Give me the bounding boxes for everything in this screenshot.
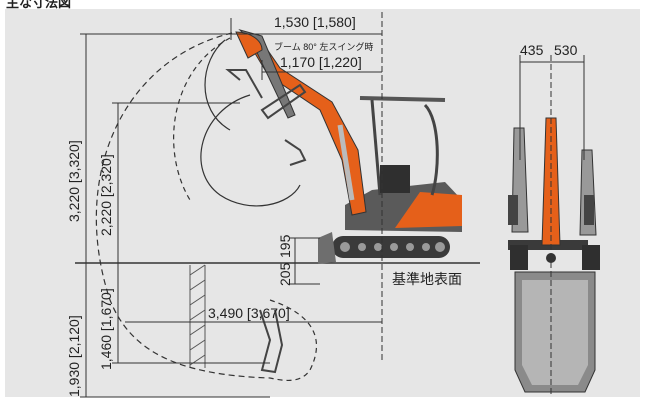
excavator-front-view (508, 117, 600, 393)
reach-envelope (95, 32, 317, 381)
dimension-lines (80, 12, 585, 398)
dim-reach-top: 1,530 [1,580] (274, 14, 356, 30)
diagram-title: 主な寸法図 (6, 0, 71, 10)
dim-blade-drop: 205 (277, 262, 293, 286)
dim-boom-swing-reach: 1,170 [1,220] (280, 54, 362, 70)
excavator-side-view (225, 29, 462, 374)
dim-max-dig-depth: 1,930 [2,120] (66, 315, 82, 397)
dim-blade-lift: 195 (277, 234, 293, 258)
dim-vertical-dig-depth: 1,460 [1,670] (98, 288, 114, 370)
dim-ground-reach: 3,490 [3,670] (208, 305, 290, 321)
ground-label: 基準地表面 (392, 271, 462, 287)
dim-dump-height: 2,220 [2,320] (98, 154, 114, 236)
dim-offset-right: 530 (554, 42, 578, 58)
dozer-blade (318, 232, 336, 264)
dim-max-height: 3,220 [3,320] (66, 140, 82, 222)
dim-boom-swing-note: ブーム 80° 左スイング時 (274, 41, 373, 52)
dim-offset-left: 435 (520, 42, 544, 58)
engine-cover (395, 192, 462, 228)
dig-face-hatch (189, 264, 206, 368)
